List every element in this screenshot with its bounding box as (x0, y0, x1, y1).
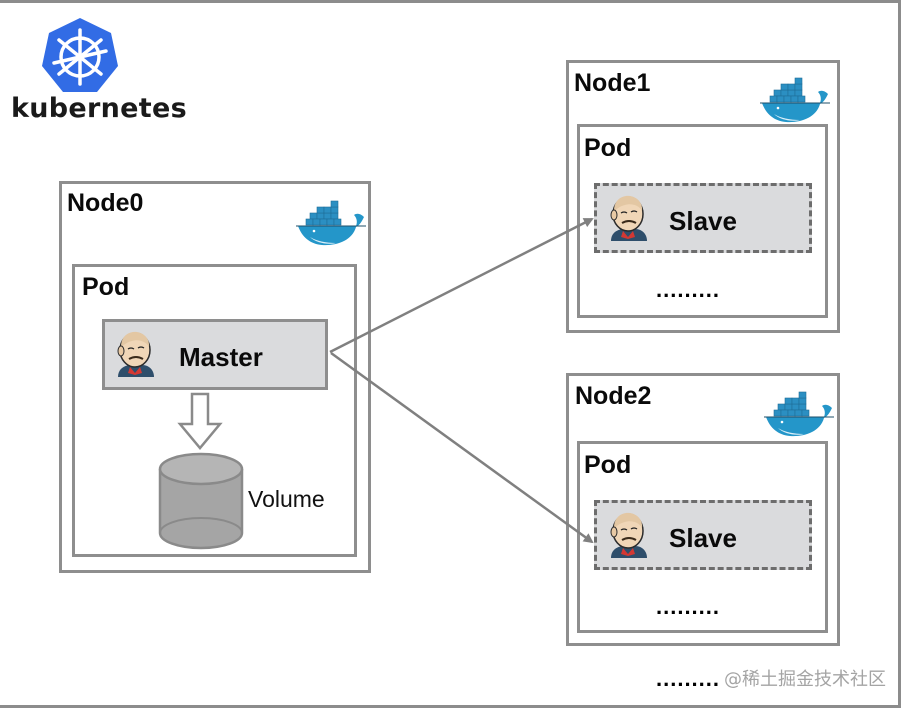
down-arrow-icon (177, 392, 223, 450)
arrow-master-to-slave2 (330, 351, 594, 544)
arrow-master-to-slave1 (329, 217, 594, 354)
master-label: Master (179, 342, 263, 372)
more-nodes-ellipsis: ......... (656, 666, 721, 691)
pod-ellipsis-1: ......... (656, 277, 721, 302)
node0-title: Node0 (67, 189, 144, 217)
watermark: @稀土掘金技术社区 (724, 669, 886, 690)
slave-label-2: Slave (669, 523, 737, 553)
node0-pod-title: Pod (82, 273, 130, 301)
pod-ellipsis-2: ......... (656, 594, 721, 619)
volume-label: Volume (248, 486, 325, 512)
kubernetes-logo-text: kubernetes (11, 93, 187, 124)
node2-title: Node2 (575, 382, 652, 410)
volume-cylinder-icon (158, 452, 244, 550)
node2-pod-title: Pod (584, 451, 632, 479)
node1-title: Node1 (574, 69, 651, 97)
slave-service-2 (594, 500, 812, 570)
kubernetes-logo-icon (42, 18, 118, 92)
node1-pod-title: Pod (584, 134, 632, 162)
slave-label-1: Slave (669, 206, 737, 236)
